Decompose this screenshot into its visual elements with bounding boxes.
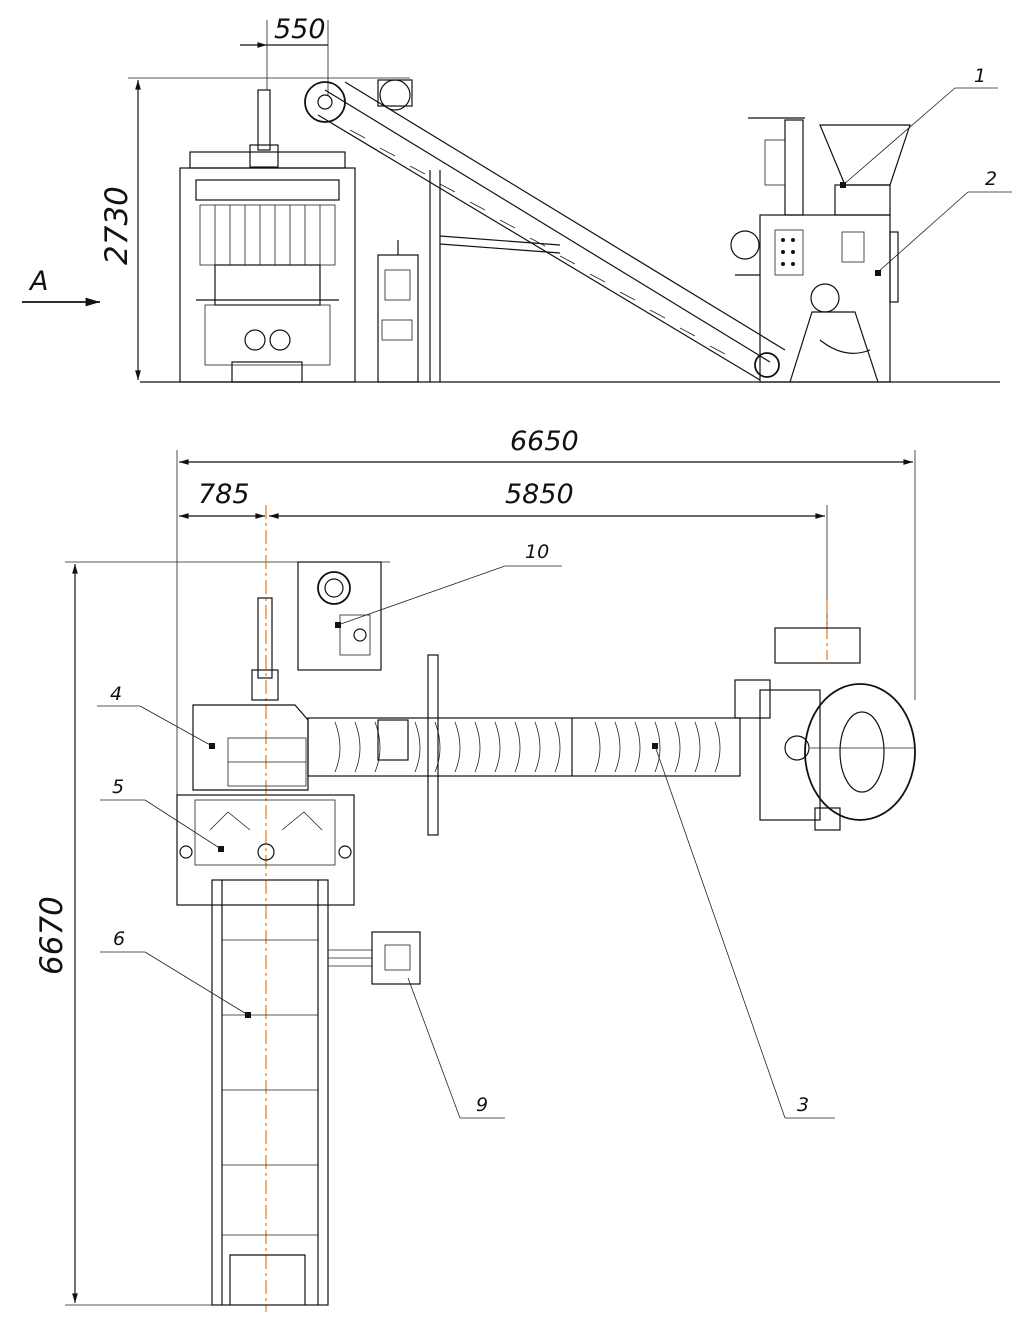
view-marker-letter: A — [28, 266, 48, 297]
callout-6: 6 — [100, 928, 249, 1016]
callout-label-2: 2 — [985, 168, 997, 190]
dimension-label-550: 550 — [274, 14, 326, 45]
callout-label-4: 4 — [110, 683, 122, 705]
callout-label-6: 6 — [113, 928, 125, 950]
plan-view: 6650 785 5850 6670 — [34, 426, 916, 1312]
view-marker-a: A — [22, 266, 100, 307]
callout-label-1: 1 — [974, 65, 986, 87]
callout-2: 2 — [877, 168, 1012, 273]
callout-label-10: 10 — [525, 541, 549, 563]
callout-9: 9 — [407, 977, 505, 1119]
dimension-5850: 5850 — [269, 479, 828, 630]
callout-10: 10 — [337, 541, 562, 626]
dimension-label-5850: 5850 — [505, 479, 574, 510]
callout-label-9: 9 — [476, 1094, 488, 1116]
pallet-feeder-plan — [297, 561, 382, 671]
callout-4: 4 — [97, 683, 213, 747]
dimension-6650: 6650 — [176, 426, 916, 795]
screw-conveyor-plan — [307, 654, 741, 836]
inclined-conveyor — [304, 79, 786, 382]
dimension-label-785: 785 — [198, 479, 250, 510]
callout-5: 5 — [100, 776, 222, 850]
dimension-785: 785 — [179, 479, 265, 519]
callout-label-3: 3 — [797, 1094, 809, 1116]
callout-3: 3 — [654, 745, 835, 1119]
mixer-plan — [734, 627, 916, 831]
control-stand-side — [377, 240, 419, 383]
dimension-height: 2730 — [99, 77, 410, 380]
dimension-label-2730: 2730 — [99, 186, 135, 265]
press-machine-side — [179, 89, 356, 383]
mixer-side — [730, 117, 911, 383]
dimension-label-6670: 6670 — [34, 896, 70, 975]
side-view: 2730 550 A — [22, 14, 1012, 383]
control-panel-plan — [328, 931, 421, 985]
callout-label-5: 5 — [112, 776, 124, 798]
outlet-conveyor-plan — [211, 879, 329, 1306]
dimension-label-6650: 6650 — [510, 426, 579, 457]
callout-1: 1 — [842, 65, 998, 186]
dimension-550: 550 — [240, 14, 329, 95]
